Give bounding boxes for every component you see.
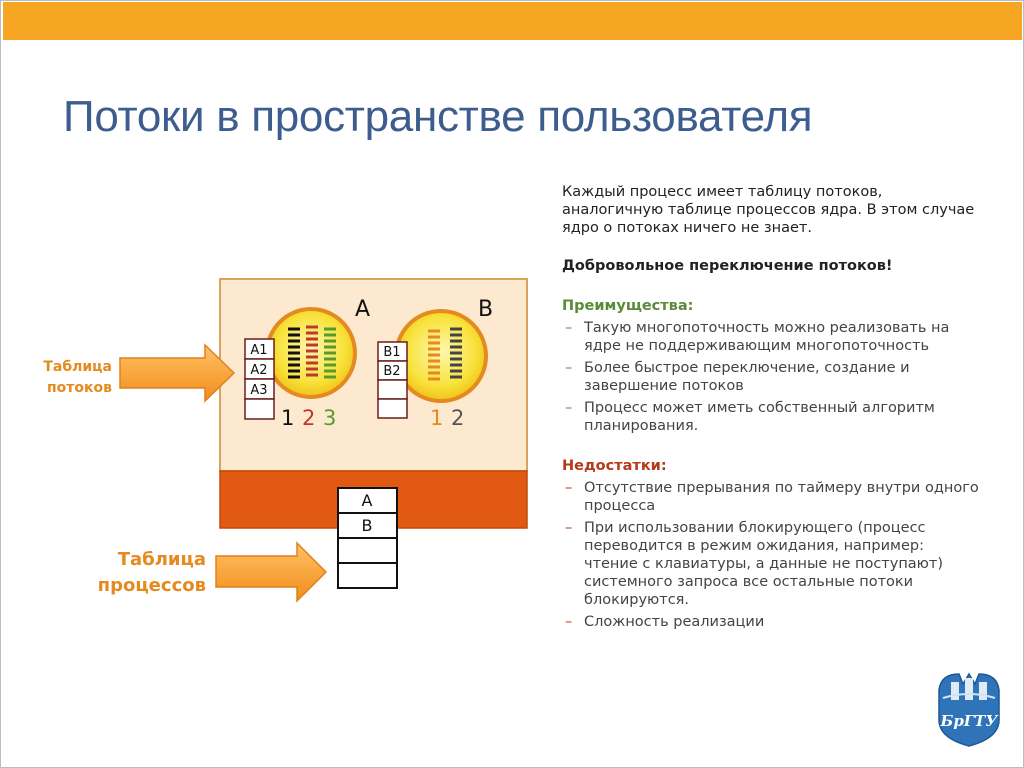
thread-b-num-2: 2 xyxy=(451,406,464,430)
thread-a2-stack xyxy=(306,325,318,377)
disadvantages-list: Отсутствие прерывания по таймеру внутри … xyxy=(562,479,982,631)
table-b-row-1: B1 xyxy=(383,345,400,360)
university-logo-icon: БрГТУ xyxy=(938,672,1000,747)
thread-table-b xyxy=(377,341,408,419)
voluntary-switch-note: Добровольное переключение потоков! xyxy=(562,258,893,274)
process-table-arrow xyxy=(215,541,328,603)
slide-title: Потоки в пространстве пользователя xyxy=(63,92,813,141)
advantage-item: Процесс может иметь собственный алгоритм… xyxy=(562,399,982,435)
thread-a-num-1: 1 xyxy=(281,406,294,430)
logo-text: БрГТУ xyxy=(940,712,1000,730)
thread-table-label: Таблица потоков xyxy=(20,357,112,399)
thread-table-label-line-2: потоков xyxy=(46,380,112,396)
thread-table-a xyxy=(244,338,275,420)
advantage-item: Более быстрое переключение, создание и з… xyxy=(562,359,982,395)
process-table-label: Таблица процессов xyxy=(60,547,206,599)
process-a-label: A xyxy=(355,297,370,322)
top-accent-bar xyxy=(3,2,1022,40)
disadvantage-item: Отсутствие прерывания по таймеру внутри … xyxy=(562,479,982,515)
process-table-label-line-2: процессов xyxy=(97,575,206,596)
table-a-row-2: A2 xyxy=(250,363,267,378)
advantages-heading: Преимущества: xyxy=(562,298,694,314)
advantages-list: Такую многопоточность можно реализовать … xyxy=(562,319,982,435)
thread-a-num-2: 2 xyxy=(302,406,315,430)
advantage-item: Такую многопоточность можно реализовать … xyxy=(562,319,982,355)
process-table-row-b: B xyxy=(362,516,373,535)
process-table-label-line-1: Таблица xyxy=(117,549,206,570)
table-b-row-2: B2 xyxy=(383,364,400,379)
description-column: Каждый процесс имеет таблицу потоков, ан… xyxy=(562,183,982,635)
disadvantage-item: При использовании блокирующего (процесс … xyxy=(562,519,982,609)
intro-text: Каждый процесс имеет таблицу потоков, ан… xyxy=(562,184,975,236)
table-a-row-1: A1 xyxy=(250,343,267,358)
process-b-label: B xyxy=(478,297,493,322)
disadvantage-item: Сложность реализации xyxy=(562,613,982,631)
process-b-circle xyxy=(394,309,488,403)
thread-a3-stack xyxy=(324,327,336,379)
thread-a1-stack xyxy=(288,327,300,379)
table-a-row-3: A3 xyxy=(250,383,267,398)
thread-table-label-line-1: Таблица xyxy=(43,359,112,375)
thread-table-arrow xyxy=(119,343,236,403)
disadvantages-heading: Недостатки: xyxy=(562,458,667,474)
process-table xyxy=(337,487,398,589)
process-a-circle xyxy=(265,307,357,399)
thread-a-num-3: 3 xyxy=(323,406,336,430)
thread-b1-stack xyxy=(428,329,440,381)
thread-b-num-1: 1 xyxy=(430,406,443,430)
thread-b2-stack xyxy=(450,327,462,379)
process-table-row-a: A xyxy=(362,491,373,510)
